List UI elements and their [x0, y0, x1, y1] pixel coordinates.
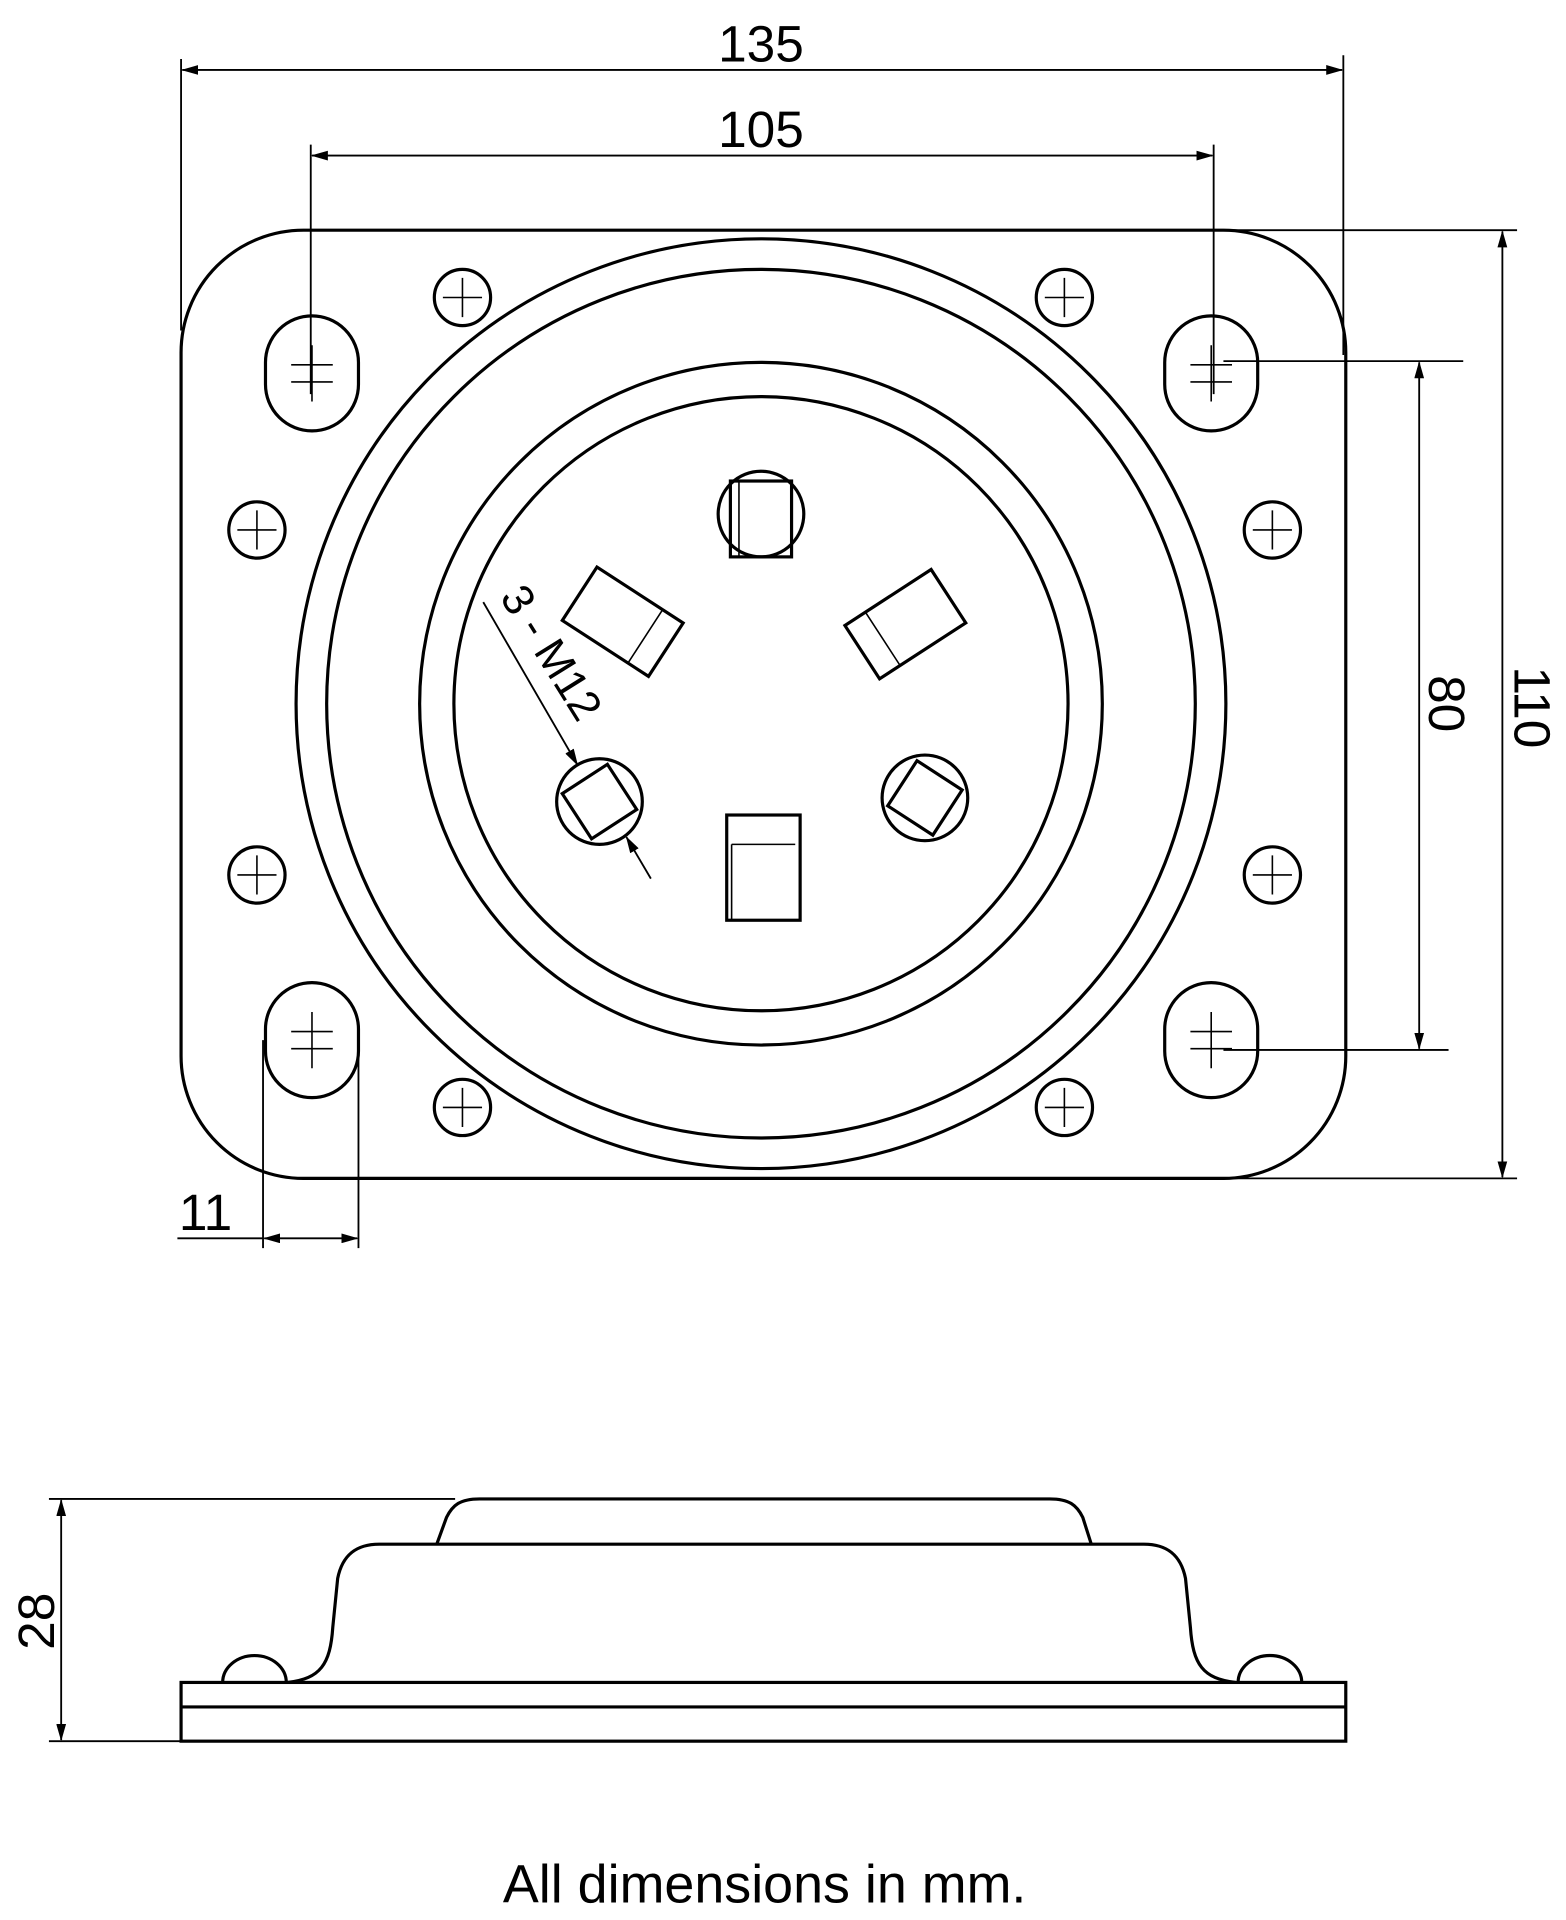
screw-hole	[1242, 845, 1303, 905]
pin-upper-right	[842, 567, 968, 682]
pin-lower-left	[555, 757, 644, 846]
dim-11-label: 11	[179, 1183, 232, 1241]
dim-105-label: 105	[718, 100, 804, 158]
dim-80-label: 80	[1418, 675, 1476, 732]
pin-bottom	[725, 813, 802, 922]
top-view: 135 105 80 110 11 3 - M12	[177, 14, 1562, 1249]
socket-pins	[555, 469, 970, 922]
screw-hole	[1034, 267, 1095, 328]
mounting-slot	[263, 314, 361, 433]
screw-hole	[432, 267, 493, 328]
screw-hole	[1034, 1077, 1095, 1138]
dimension-11: 11	[177, 1040, 360, 1249]
dimension-80: 80	[1223, 360, 1476, 1051]
dimension-110: 110	[1223, 229, 1562, 1180]
screw-hole	[432, 1077, 493, 1138]
pin-top	[716, 469, 806, 559]
pin-lower-right	[880, 753, 970, 843]
dim-28-label: 28	[7, 1593, 65, 1650]
pin-upper-left	[560, 564, 686, 679]
dimension-105: 105	[309, 100, 1215, 395]
mounting-slot	[263, 981, 361, 1100]
dimension-28: 28	[7, 1498, 456, 1743]
screw-hole	[1242, 500, 1303, 560]
dim-110-label: 110	[1504, 666, 1562, 748]
dimension-135: 135	[180, 14, 1345, 356]
screw-hole	[227, 845, 287, 905]
screw-holes	[227, 267, 1303, 1138]
mounting-slot	[1163, 314, 1260, 433]
rings	[294, 237, 1228, 1171]
side-view: 28	[7, 1497, 1348, 1743]
screw-hole	[227, 500, 287, 560]
thread-callout-label: 3 - M12	[491, 577, 612, 730]
units-note: All dimensions in mm.	[503, 1855, 1026, 1915]
mounting-slots	[263, 314, 1260, 1100]
dim-135-label: 135	[718, 14, 804, 72]
mounting-slot	[1163, 981, 1260, 1100]
base-plate	[179, 228, 1348, 1180]
